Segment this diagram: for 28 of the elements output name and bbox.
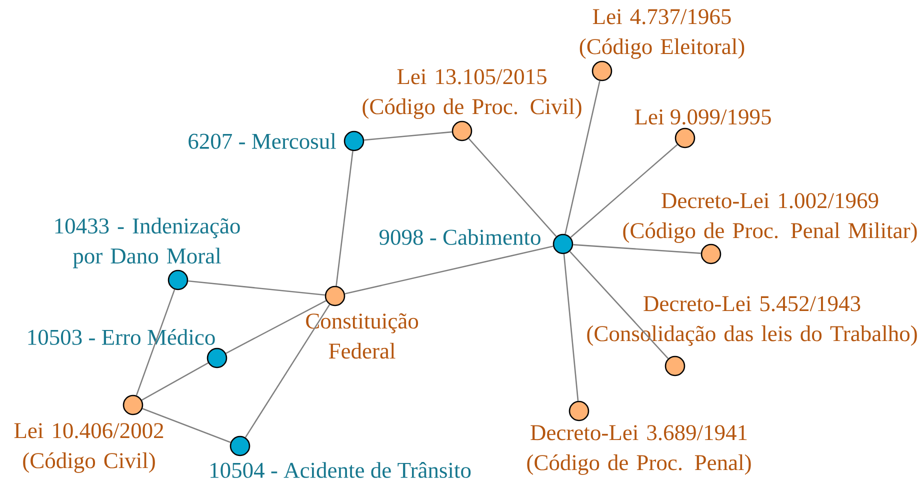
connector-line xyxy=(226,300,326,354)
connector-line xyxy=(336,150,354,286)
connector-line xyxy=(136,289,176,396)
connector-line xyxy=(570,144,678,238)
node-label: Lei 10.406/2002 (Código Civil) xyxy=(14,423,164,473)
connector-line xyxy=(563,254,579,401)
connector-line xyxy=(573,244,701,254)
node-label: Lei 9.099/1995 xyxy=(634,109,771,125)
connector-line xyxy=(564,80,600,234)
connector-line xyxy=(569,251,669,359)
node-label: 9098 - Cabimento xyxy=(379,229,540,245)
node-label: Lei 4.737/1965 (Código Eleitoral) xyxy=(580,9,744,59)
node-label: 10433 - Indenização por Dano Moral xyxy=(55,218,240,268)
connector-line xyxy=(344,246,554,294)
node-label: Decreto-Lei 5.452/1943 (Consolidação das leis do Trabalho) xyxy=(587,296,917,346)
connector-line xyxy=(364,131,452,141)
node-label: 10503 - Erro Médico xyxy=(28,329,215,345)
node-label: Decreto-Lei 1.002/1969 (Código de Proc. Penal Militar) xyxy=(623,193,917,243)
node-label: Lei 13.105/2015 (Código de Proc. Civil) xyxy=(362,69,582,119)
connector-line xyxy=(244,304,330,438)
connector-line xyxy=(188,280,325,296)
node-label: Constituição Federal xyxy=(306,313,418,359)
node-label: Decreto-Lei 3.689/1941 (Código de Proc. Penal) xyxy=(527,425,751,475)
node-label: 6207 - Mercosul xyxy=(188,133,336,149)
connector-line xyxy=(142,362,208,401)
node-label: 10504 - Acidente de Trânsito xyxy=(210,462,471,478)
connector-line xyxy=(468,138,557,237)
connector-line xyxy=(142,408,231,443)
